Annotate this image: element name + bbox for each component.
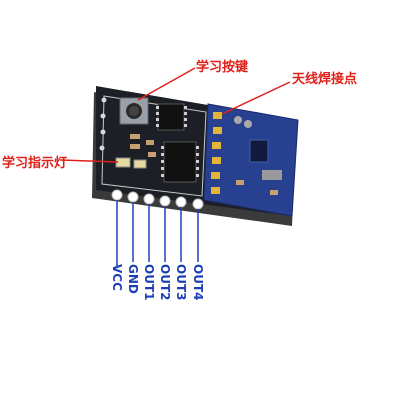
pin-label-out3: OUT3 — [174, 264, 188, 301]
callout-learn-led: 学习指示灯 — [2, 156, 68, 171]
smd-components — [130, 134, 156, 157]
pin-label-out1: OUT1 — [142, 264, 156, 301]
callout-antenna-pad: 天线焊接点 — [292, 72, 358, 87]
learn-led-component — [115, 157, 147, 169]
pin-leader-lines — [116, 200, 199, 268]
learn-button-component — [119, 97, 149, 125]
rf-components — [234, 116, 282, 195]
ic-chip-2 — [161, 141, 199, 183]
pin-label-gnd: GND — [126, 264, 140, 294]
ic-chip-1 — [156, 103, 187, 131]
callout-learn-button: 学习按键 — [196, 60, 249, 75]
pin-label-vcc: VCC — [110, 264, 124, 291]
silkscreen-dots — [99, 97, 107, 151]
pin-label-out4: OUT4 — [191, 264, 205, 301]
callout-lines — [59, 67, 291, 163]
pin-label-out2: OUT2 — [158, 264, 172, 301]
rf-gold-pads — [211, 112, 222, 194]
